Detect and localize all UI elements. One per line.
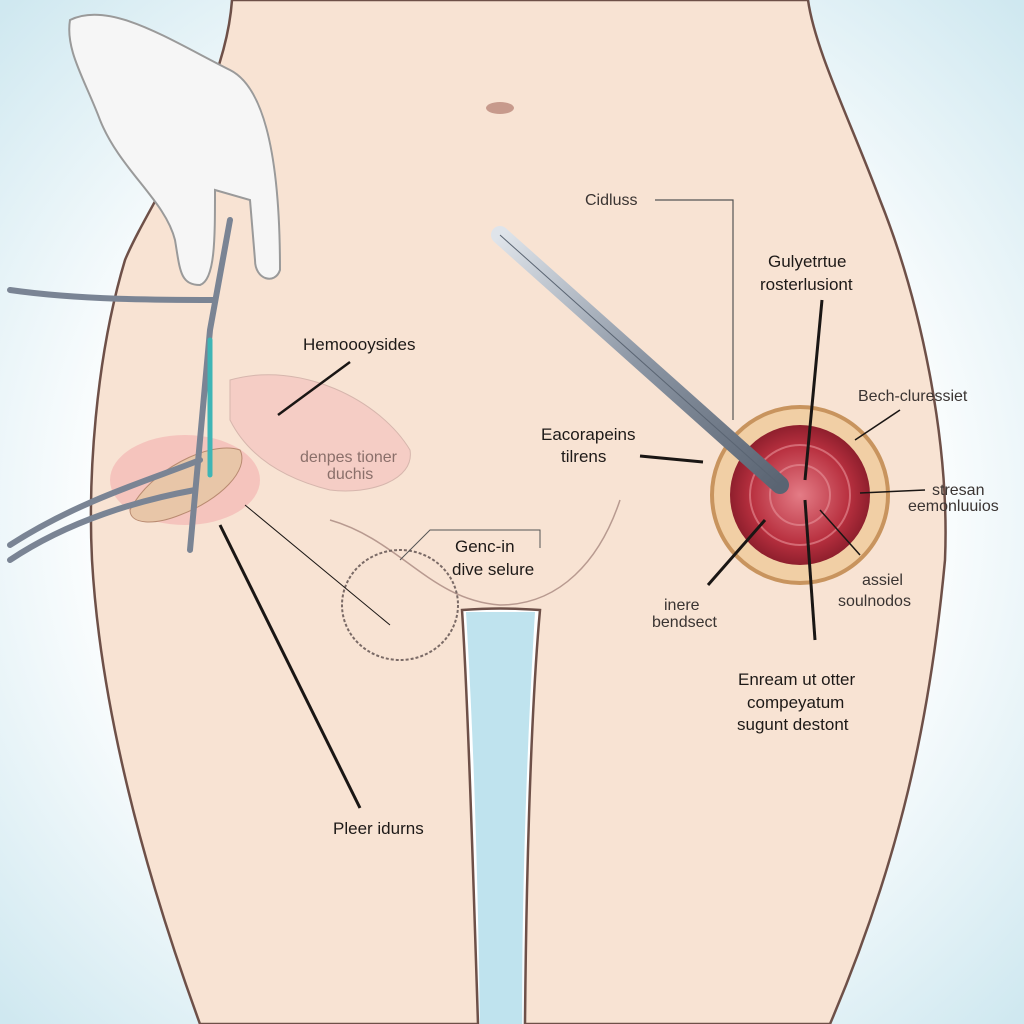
label-enream-3: sugunt destont [737,715,849,734]
suture-circle [341,549,459,661]
label-pleer: Pleer idurns [333,819,424,838]
label-eacor: Eacorapeins [541,425,636,444]
label-depression: denpes tioner [300,449,398,466]
label-depression-2: duchis [327,466,373,483]
pubic-mound [329,499,621,606]
label-stresan: stresan [932,482,984,499]
label-hemorrhoids: Hemoooysides [303,335,415,354]
label-guly-2: rosterlusiont [760,275,853,294]
leader-lines [218,199,926,809]
label-enream: Enream ut otter [738,670,856,689]
label-gen: Genc-in [455,537,515,556]
excision-wound [710,405,890,585]
label-inere: inere [664,597,700,614]
label-assiel-2: soulnodos [838,593,911,610]
label-guly: Gulyetrtue [768,252,846,271]
gloved-hand [68,13,282,287]
label-enream-2: compeyatum [747,693,844,712]
label-gen-2: dive selure [452,560,534,579]
navel [486,102,514,114]
label-eacor-2: tilrens [561,447,606,466]
label-assiel: assiel [862,572,903,589]
label-stresan-2: eemonluuios [908,498,999,515]
body-torso [89,0,947,1024]
probe-instrument [491,226,789,494]
forceps-left [7,217,233,563]
label-inere-2: bendsect [652,614,717,631]
crotch-gap [466,612,535,1024]
hemorrhoid-lesion [110,435,260,525]
label-beth: Bech-cluressiet [858,388,968,405]
label-cidluss: Cidluss [585,192,637,209]
